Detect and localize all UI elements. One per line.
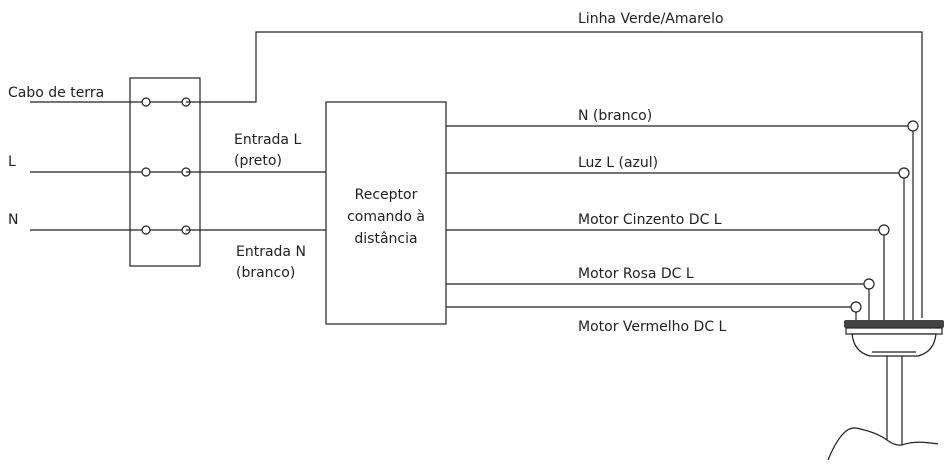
output-motor-grey-wire [446,224,890,320]
green-yellow-line-label: Linha Verde/Amarelo [578,11,724,27]
output-motor-pink-wire [446,278,875,320]
line-label: L [8,154,16,170]
earth-cable-label: Cabo de terra [8,85,104,101]
output-light-wire [446,167,910,320]
receiver-label-line2: comando à [347,209,425,225]
input-n-label: Entrada N [236,244,306,260]
ceiling-fan-icon [827,320,944,461]
receiver-label-line1: Receptor [355,187,418,203]
receiver-box [325,101,447,325]
output-light-label: Luz L (azul) [578,155,658,171]
output-motor-grey-label: Motor Cinzento DC L [578,212,722,228]
receiver-label-line3: distância [354,231,417,247]
input-n-color-label: (branco) [236,265,295,281]
output-n-label: N (branco) [578,108,652,124]
output-motor-pink-label: Motor Rosa DC L [578,266,694,282]
input-l-color-label: (preto) [234,153,282,169]
output-motor-red-wire [446,301,862,320]
switch-contact-neutral [141,225,191,235]
output-motor-red-label: Motor Vermelho DC L [578,319,727,335]
neutral-label: N [8,212,18,228]
output-n-wire [446,120,919,320]
switch-contact-line [141,167,191,177]
input-l-label: Entrada L [234,132,301,148]
green-yellow-wire [186,31,923,318]
